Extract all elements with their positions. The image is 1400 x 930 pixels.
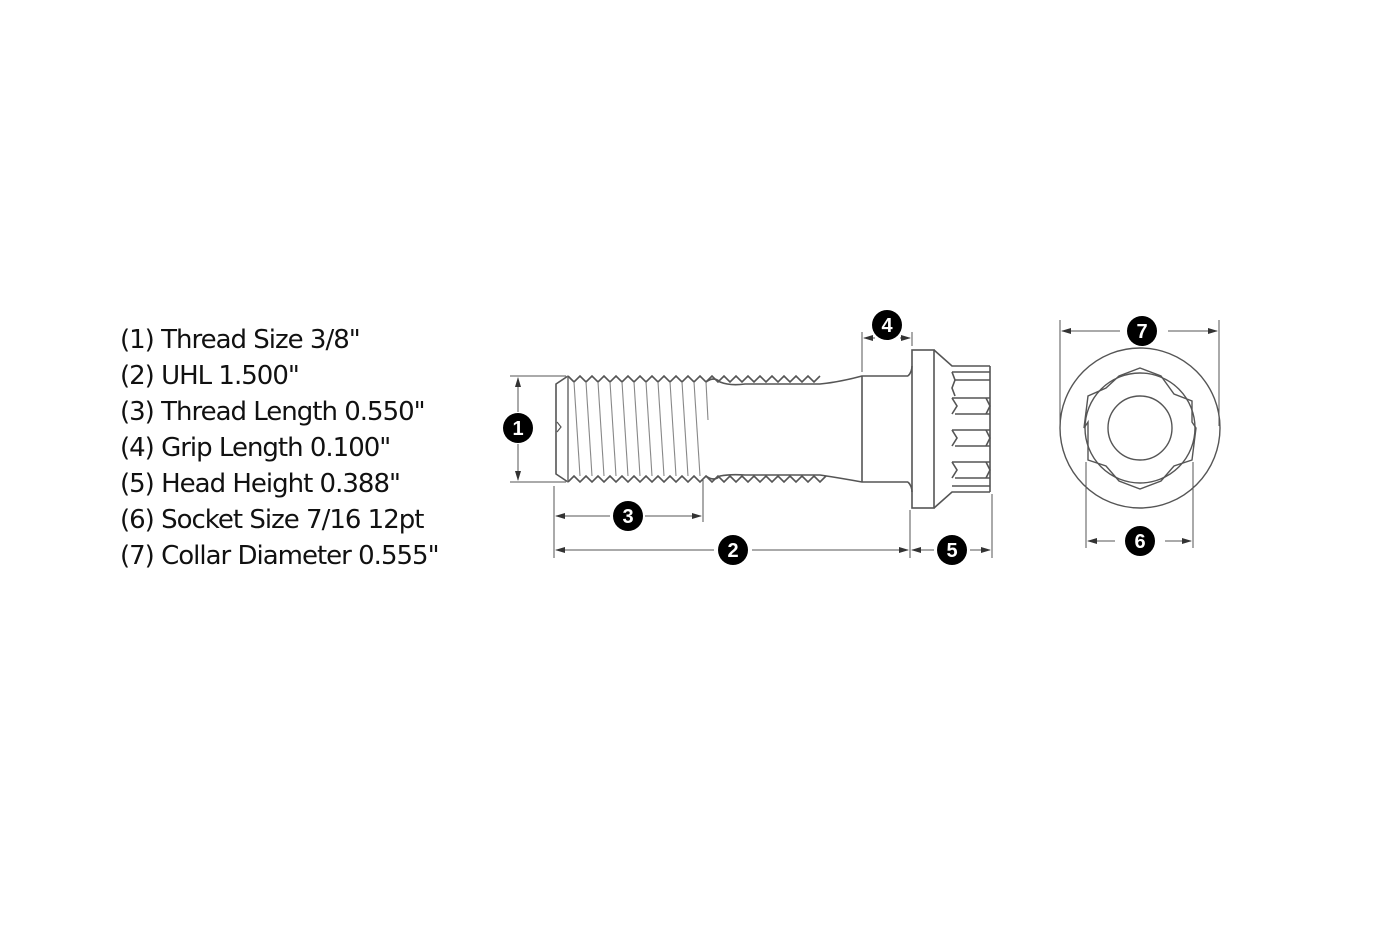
bolt-side-view bbox=[555, 349, 991, 509]
spec-head-height: (5) Head Height 0.388" bbox=[120, 469, 401, 499]
svg-text:5: 5 bbox=[946, 540, 957, 562]
spec-thread-size: (1) Thread Size 3/8" bbox=[120, 325, 361, 355]
spec-grip-length: (4) Grip Length 0.100" bbox=[120, 433, 391, 463]
svg-text:6: 6 bbox=[1134, 531, 1145, 553]
svg-text:2: 2 bbox=[727, 540, 738, 562]
spec-uhl: (2) UHL 1.500" bbox=[120, 361, 300, 391]
svg-text:4: 4 bbox=[881, 315, 893, 337]
spec-socket-size: (6) Socket Size 7/16 12pt bbox=[120, 505, 424, 535]
dimension-lines bbox=[510, 332, 993, 558]
callout-5: 5 bbox=[937, 535, 967, 565]
callout-4: 4 bbox=[872, 310, 902, 340]
callout-2: 2 bbox=[718, 535, 748, 565]
callout-7: 7 bbox=[1127, 316, 1157, 346]
callout-6: 6 bbox=[1125, 526, 1155, 556]
callout-1: 1 bbox=[503, 413, 533, 443]
svg-text:1: 1 bbox=[512, 418, 523, 440]
svg-text:7: 7 bbox=[1136, 321, 1147, 343]
callout-3: 3 bbox=[613, 501, 643, 531]
bolt-end-view bbox=[1059, 320, 1221, 548]
svg-text:3: 3 bbox=[622, 506, 633, 528]
spec-thread-length: (3) Thread Length 0.550" bbox=[120, 397, 426, 427]
spec-list: (1) Thread Size 3/8" (2) UHL 1.500" (3) … bbox=[120, 322, 440, 574]
spec-collar-diameter: (7) Collar Diameter 0.555" bbox=[120, 541, 440, 571]
